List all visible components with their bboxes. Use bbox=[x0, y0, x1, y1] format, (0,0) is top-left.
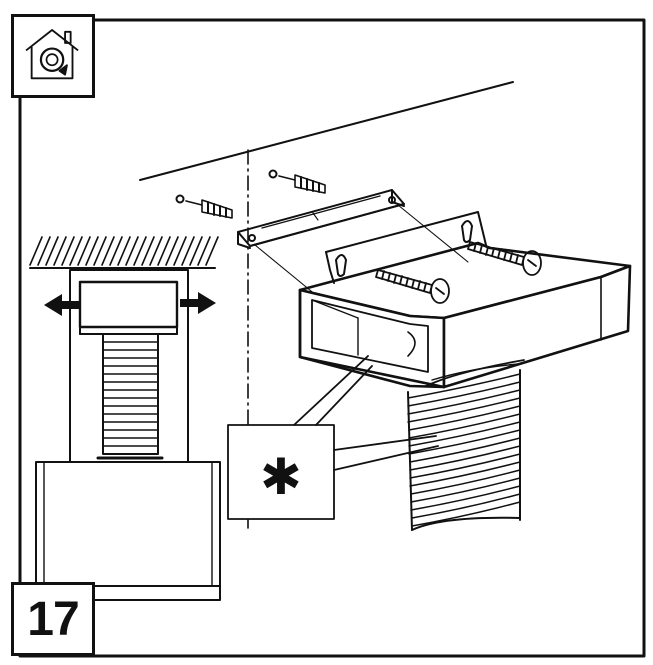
screw-1 bbox=[375, 269, 450, 304]
asterisk-icon: ✱ bbox=[260, 448, 302, 506]
mounting-bracket bbox=[237, 189, 405, 249]
ceiling-line bbox=[139, 81, 514, 181]
symbol-box bbox=[11, 14, 95, 98]
screw-2 bbox=[467, 241, 542, 276]
step-number: 17 bbox=[11, 582, 95, 656]
diagram-frame bbox=[18, 18, 646, 658]
direction-arrow-right bbox=[180, 292, 216, 314]
direction-arrow-left bbox=[44, 294, 80, 316]
callout-box bbox=[227, 355, 439, 520]
house-recirculation-icon bbox=[25, 29, 79, 80]
wall-plug-1 bbox=[175, 194, 233, 219]
mounting-plate bbox=[325, 211, 487, 284]
flexible-hose bbox=[407, 359, 525, 531]
symbol-icon-holder bbox=[25, 29, 79, 80]
front-view-hood bbox=[29, 236, 221, 601]
wall-plug-2 bbox=[268, 169, 326, 194]
rectangular-duct bbox=[298, 241, 632, 389]
ceiling-hatching bbox=[29, 236, 219, 266]
